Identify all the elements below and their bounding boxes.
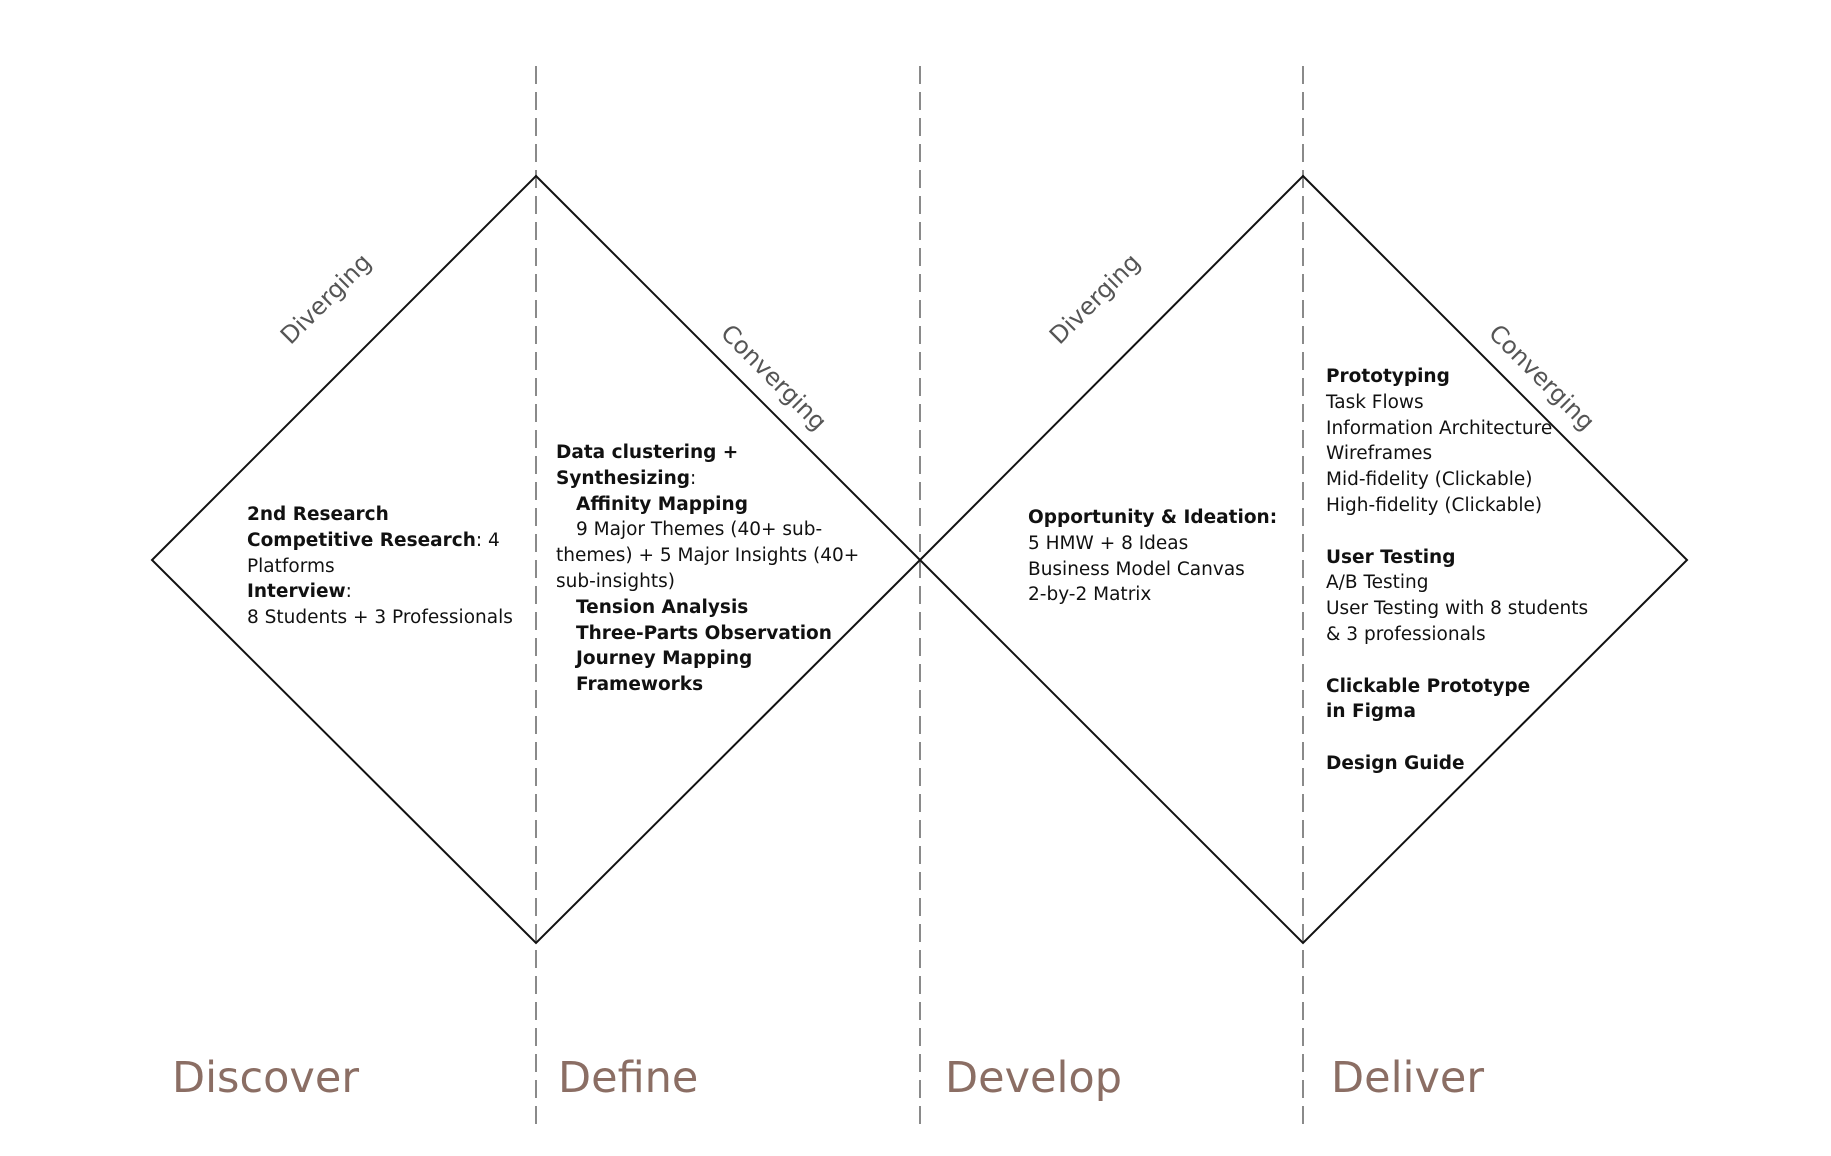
discover-line-1: 2nd Research xyxy=(247,504,389,525)
define-line-6: sub-insights) xyxy=(556,570,676,592)
deliver-content: Prototyping Task Flows Information Archi… xyxy=(1326,364,1588,777)
discover-platform-count: : 4 xyxy=(475,529,500,551)
define-line-4: 9 Major Themes (40+ sub- xyxy=(576,519,823,541)
deliver-design-guide: Design Guide xyxy=(1326,752,1465,774)
discover-line-3: Platforms xyxy=(247,555,335,577)
first-diamond xyxy=(150,174,922,945)
develop-line-4: 2-by-2 Matrix xyxy=(1028,584,1152,606)
deliver-user-testing-detail-1: User Testing with 8 students xyxy=(1326,598,1589,620)
deliver-clickable-prototype-2: in Figma xyxy=(1326,701,1416,723)
phase-label-develop: Develop xyxy=(945,1053,1123,1103)
deliver-user-testing-detail-2: & 3 professionals xyxy=(1326,623,1486,645)
discover-interview: Interview xyxy=(247,581,346,603)
define-synthesizing-colon: : xyxy=(690,467,697,489)
develop-line-2: 5 HMW + 8 Ideas xyxy=(1028,532,1189,554)
deliver-task-flows: Task Flows xyxy=(1326,391,1424,413)
develop-opportunity-ideation: Opportunity & Ideation: xyxy=(1028,507,1278,528)
define-content: Data clustering + Synthesizing: Affinity… xyxy=(556,440,859,698)
define-journey-mapping: Journey Mapping xyxy=(576,648,753,670)
discover-content: 2nd Research Competitive Research: 4 Pla… xyxy=(247,502,513,631)
discover-line-2: Competitive Research: 4 xyxy=(247,528,513,554)
define-three-parts-observation: Three-Parts Observation xyxy=(576,622,832,644)
phase-dividers xyxy=(535,66,1304,1125)
deliver-high-fidelity: High-fidelity (Clickable) xyxy=(1326,494,1543,516)
deliver-prototyping: Prototyping xyxy=(1326,366,1450,387)
define-line-1: Data clustering + xyxy=(556,442,739,463)
define-line-2: Synthesizing: xyxy=(556,466,859,492)
second-diamond xyxy=(918,174,1689,945)
phase-label-deliver: Deliver xyxy=(1331,1053,1485,1103)
define-frameworks: Frameworks xyxy=(576,674,704,696)
deliver-wireframes: Wireframes xyxy=(1326,443,1433,465)
deliver-information-architecture: Information Architecture xyxy=(1326,417,1553,439)
discover-line-5: 8 Students + 3 Professionals xyxy=(247,607,513,629)
deliver-ab-testing: A/B Testing xyxy=(1326,572,1429,594)
phase-label-discover: Discover xyxy=(172,1053,359,1103)
develop-content: Opportunity & Ideation: 5 HMW + 8 Ideas … xyxy=(1028,505,1277,608)
define-affinity-mapping: Affinity Mapping xyxy=(576,493,748,515)
deliver-clickable-prototype-1: Clickable Prototype xyxy=(1326,675,1531,697)
discover-line-4: Interview: xyxy=(247,579,513,605)
deliver-mid-fidelity: Mid-fidelity (Clickable) xyxy=(1326,469,1533,491)
phase-label-define: Define xyxy=(558,1053,699,1103)
discover-competitive-research: Competitive Research xyxy=(247,529,476,551)
define-tension-analysis: Tension Analysis xyxy=(576,596,749,618)
define-synthesizing: Synthesizing xyxy=(556,467,690,489)
deliver-user-testing: User Testing xyxy=(1326,546,1456,568)
discover-interview-colon: : xyxy=(345,581,352,603)
develop-line-3: Business Model Canvas xyxy=(1028,558,1245,580)
define-line-5: themes) + 5 Major Insights (40+ xyxy=(556,545,860,567)
